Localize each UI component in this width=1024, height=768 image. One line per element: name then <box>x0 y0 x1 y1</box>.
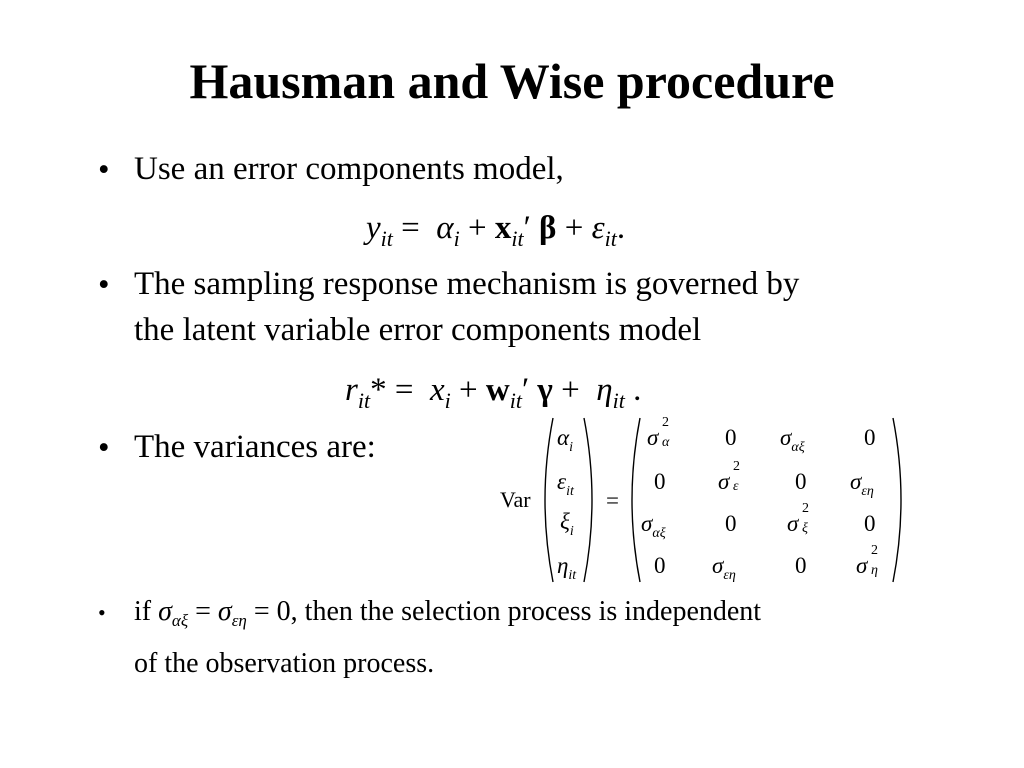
eq2-equals: = <box>394 372 414 408</box>
eq1-alpha: α <box>436 210 454 246</box>
eq2-w: w <box>485 372 510 408</box>
eq2-prime: ′ <box>521 372 530 408</box>
matrix-right-paren <box>892 417 902 583</box>
bullet-marker: • <box>98 152 110 188</box>
matrix-cell: 0 <box>864 425 876 450</box>
eq2-r-sub: it <box>357 388 371 413</box>
eq2-plus: + <box>458 372 478 408</box>
eq2-period: . <box>633 372 642 408</box>
eq2-r: r <box>345 372 358 408</box>
matrix-equals: = <box>606 488 619 513</box>
vector-entry: αi <box>557 425 573 455</box>
bullet-text-4: if σαξ = σεη = 0, then the selection pro… <box>134 596 762 630</box>
bullet-text-1: Use an error components model, <box>134 151 564 187</box>
sigma-axi-sub: αξ <box>171 611 189 630</box>
bullet-text-2: The sampling response mechanism is gover… <box>134 262 799 354</box>
slide-title: Hausman and Wise procedure <box>189 53 835 109</box>
matrix-left-paren <box>631 417 641 583</box>
bullet-marker: • <box>98 267 110 303</box>
eq1-equals: = <box>401 210 420 246</box>
vector-entry: ηit <box>557 553 577 583</box>
matrix-cell: σαξ <box>641 511 666 541</box>
matrix-cell: σαξ <box>780 425 805 455</box>
bullet-text-4-line-2: of the observation process. <box>134 648 435 679</box>
sigma-eeta-sub: εη <box>231 611 247 630</box>
matrix-cell: σεη <box>712 553 736 583</box>
eq1-alpha-sub: i <box>453 226 460 251</box>
eq2-star: * <box>370 372 387 408</box>
eq1-period: . <box>616 210 626 246</box>
eq2-x-sub: i <box>444 388 451 413</box>
matrix-cell: 0 <box>725 511 737 536</box>
equals-sign: = <box>195 596 211 627</box>
var-label: Var <box>500 487 531 512</box>
equation-selection: rit* = xi + wit′ γ + ηit . <box>345 372 642 412</box>
bullet-marker: • <box>98 600 106 625</box>
eq1-eps: ε <box>591 210 605 246</box>
matrix-cell: 0 <box>654 553 666 578</box>
eq1-beta: β <box>539 210 557 246</box>
equation-outcome: yit = αi + xit′ β + εit. <box>366 210 626 250</box>
eq1-eps-sub: it <box>604 226 617 251</box>
eq2-eta-sub: it <box>612 388 625 413</box>
bullet-text-2-line-2: the latent variable error components mod… <box>134 311 702 348</box>
sigma-axi: σ <box>158 596 172 627</box>
eq2-plus-2: + <box>561 372 580 408</box>
vector-right-paren <box>583 417 593 583</box>
eq1-prime: ′ <box>523 210 531 246</box>
matrix-cell: 0 <box>864 511 876 536</box>
matrix-cell: σεη <box>850 469 874 499</box>
eq1-x-sub: it <box>511 226 524 251</box>
eq1-y: y <box>366 210 381 246</box>
bullet-text-3: The variances are: <box>134 429 376 465</box>
condition-rest: = 0, then the selection process is indep… <box>253 596 762 627</box>
eq1-y-sub: it <box>380 226 393 251</box>
vector-entry: εit <box>557 469 574 499</box>
eq1-x: x <box>494 210 512 246</box>
matrix-cell: 0 <box>725 425 737 450</box>
matrix-cell: 0 <box>654 469 666 494</box>
bullet-marker: • <box>98 430 110 466</box>
bullet-text-2-line-1: The sampling response mechanism is gover… <box>134 266 800 302</box>
matrix-cell: 0 <box>795 553 807 578</box>
eq1-plus: + <box>467 210 487 246</box>
eq2-w-sub: it <box>509 388 522 413</box>
eq2-eta: η <box>596 372 613 408</box>
eq2-gamma: γ <box>537 372 553 408</box>
if-word: if <box>134 596 152 627</box>
eq2-x: x <box>429 372 445 408</box>
vector-left-paren <box>544 417 554 583</box>
eq1-plus-2: + <box>564 210 584 246</box>
sigma-eeta: σ <box>217 596 232 627</box>
matrix-cell: 0 <box>795 469 807 494</box>
vector-entry: ξi <box>560 509 574 539</box>
